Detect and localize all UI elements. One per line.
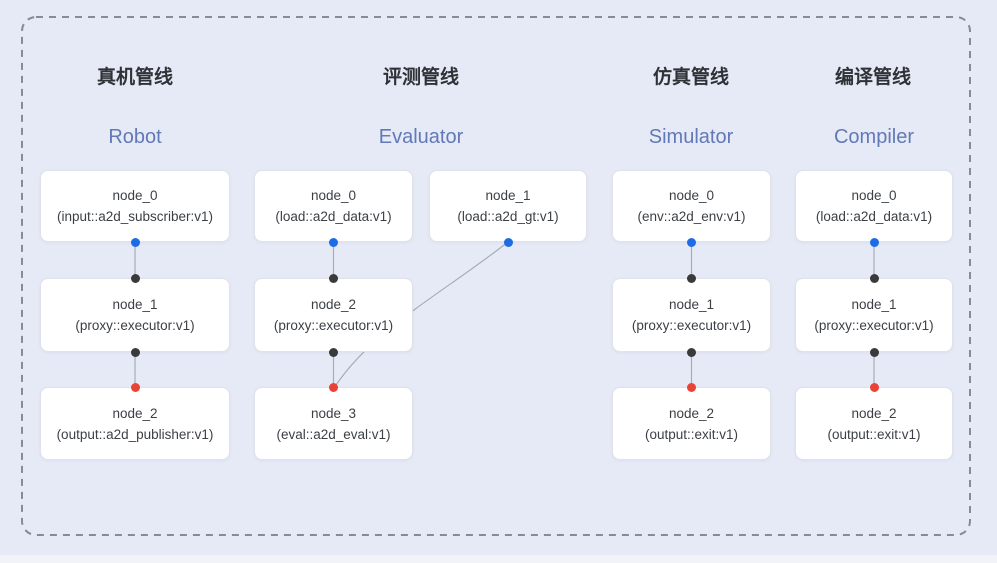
port-dot-red: [869, 383, 879, 392]
node-name: node_3: [310, 405, 357, 421]
node-box-compiler-node1: node_1 (proxy::executor:v1): [795, 278, 953, 352]
bottom-edge-strip: [0, 555, 997, 563]
node-box-evaluator-node2: node_2 (proxy::executor:v1): [254, 278, 413, 352]
node-name: node_1: [485, 188, 531, 203]
node-type: (output::a2d_publisher:v1): [56, 426, 214, 442]
port-dot-blue: [329, 237, 338, 247]
port-dot-blue: [687, 237, 696, 247]
node-type: (output::exit:v1): [644, 426, 739, 442]
node-name: node_1: [851, 297, 897, 312]
dashed-boundary: [21, 16, 971, 536]
node-name: node_0: [310, 188, 357, 203]
pipeline-title-en-robot: Robot: [108, 126, 162, 148]
pipeline-title-zh-evaluator: 评测管线: [382, 67, 460, 88]
port-dot-red: [130, 383, 140, 392]
node-type: (proxy::executor:v1): [631, 318, 752, 333]
port-dot-red: [687, 383, 696, 392]
node-box-compiler-node2: node_2 (output::exit:v1): [795, 387, 953, 460]
node-name: node_0: [668, 188, 715, 203]
port-dot-black: [869, 273, 879, 283]
node-type: (output::exit:v1): [827, 426, 921, 442]
pipeline-title-zh-robot: 真机管线: [96, 67, 174, 88]
node-name: node_2: [851, 405, 897, 421]
node-name: node_2: [310, 297, 357, 312]
node-box-robot-node0: node_0 (input::a2d_subscriber:v1): [40, 170, 230, 242]
port-dot-blue: [130, 237, 140, 247]
node-box-evaluator-node0: node_0 (load::a2d_data:v1): [254, 170, 413, 242]
node-box-robot-node1: node_1 (proxy::executor:v1): [40, 278, 230, 352]
node-type: (load::a2d_gt:v1): [457, 209, 559, 224]
pipeline-title-en-simulator: Simulator: [648, 126, 734, 148]
port-dot-blue: [503, 237, 513, 247]
pipeline-title-zh-compiler: 编译管线: [834, 67, 912, 88]
node-name: node_0: [851, 188, 897, 203]
node-type: (proxy::executor:v1): [75, 318, 195, 333]
node-name: node_0: [112, 188, 158, 203]
node-name: node_1: [112, 297, 158, 312]
pipeline-title-en-compiler: Compiler: [833, 126, 915, 148]
port-dot-black: [130, 347, 140, 357]
port-dot-black: [869, 347, 879, 357]
port-dot-blue: [869, 237, 879, 247]
node-box-simulator-node1: node_1 (proxy::executor:v1): [612, 278, 771, 352]
port-dot-red: [329, 383, 338, 392]
node-box-evaluator-node3: node_3 (eval::a2d_eval:v1): [254, 387, 413, 460]
port-dot-black: [687, 347, 696, 357]
node-type: (input::a2d_subscriber:v1): [56, 209, 214, 224]
port-dot-black: [329, 273, 338, 283]
node-name: node_2: [112, 405, 158, 421]
node-name: node_1: [668, 297, 715, 312]
node-box-evaluator-node1: node_1 (load::a2d_gt:v1): [429, 170, 587, 242]
node-box-simulator-node2: node_2 (output::exit:v1): [612, 387, 771, 460]
node-type: (load::a2d_data:v1): [815, 209, 933, 224]
node-box-robot-node2: node_2 (output::a2d_publisher:v1): [40, 387, 230, 460]
node-box-compiler-node0: node_0 (load::a2d_data:v1): [795, 170, 953, 242]
node-type: (load::a2d_data:v1): [275, 209, 392, 224]
pipeline-title-en-evaluator: Evaluator: [378, 126, 464, 148]
port-dot-black: [329, 347, 338, 357]
pipeline-title-zh-simulator: 仿真管线: [652, 67, 730, 88]
node-type: (env::a2d_env:v1): [637, 209, 746, 224]
port-dot-black: [130, 273, 140, 283]
node-type: (proxy::executor:v1): [814, 318, 934, 333]
port-dot-black: [687, 273, 696, 283]
node-type: (proxy::executor:v1): [273, 318, 394, 333]
node-type: (eval::a2d_eval:v1): [276, 426, 391, 442]
node-box-simulator-node0: node_0 (env::a2d_env:v1): [612, 170, 771, 242]
node-name: node_2: [668, 405, 715, 421]
